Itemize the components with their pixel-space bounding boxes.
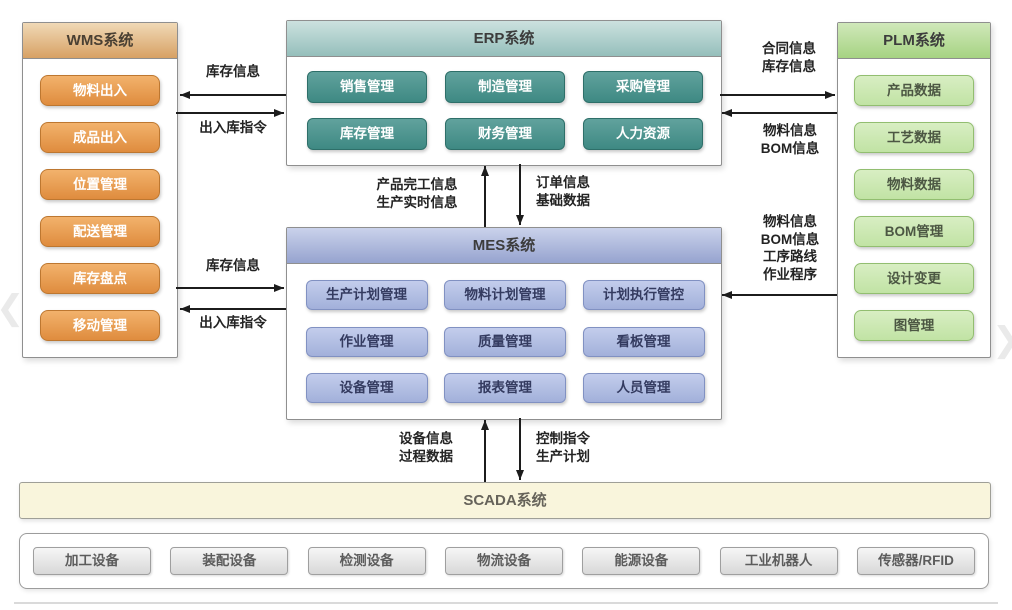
erp-body: 销售管理 制造管理 采购管理 库存管理 财务管理 人力资源 bbox=[287, 57, 721, 164]
bottom-divider bbox=[14, 602, 998, 604]
mes-item-equipment-mgmt: 设备管理 bbox=[305, 372, 428, 403]
plm-system-box: PLM系统 产品数据 工艺数据 物料数据 BOM管理 设计变更 图管理 bbox=[837, 22, 991, 358]
erp-item-sales-mgmt: 销售管理 bbox=[307, 71, 427, 104]
mes-item-kanban-mgmt: 看板管理 bbox=[582, 326, 705, 357]
erp-item-manufacturing-mgmt: 制造管理 bbox=[445, 71, 565, 104]
carousel-prev-icon[interactable]: ❮ bbox=[0, 288, 25, 328]
mes-item-production-plan-mgmt: 生产计划管理 bbox=[305, 280, 428, 311]
plm-item-process-data: 工艺数据 bbox=[854, 122, 974, 153]
wms-system-box: WMS系统 物料出入 成品出入 位置管理 配送管理 库存盘点 移动管理 bbox=[22, 22, 178, 358]
erp-title: ERP系统 bbox=[287, 21, 721, 57]
wms-title: WMS系统 bbox=[23, 23, 177, 59]
flow-label-wms-to-erp: 出入库指令 bbox=[199, 120, 267, 135]
wms-item-product-in-out: 成品出入 bbox=[40, 122, 160, 153]
flow-label-erp-to-mes: 订单信息 基础数据 bbox=[536, 175, 590, 208]
plm-item-design-change: 设计变更 bbox=[854, 263, 974, 294]
plm-item-product-data: 产品数据 bbox=[854, 75, 974, 106]
equipment-item-energy: 能源设备 bbox=[582, 547, 701, 575]
mes-item-personnel-mgmt: 人员管理 bbox=[582, 372, 705, 403]
equipment-item-processing: 加工设备 bbox=[33, 547, 151, 575]
flow-label-wms-to-mes: 库存信息 bbox=[206, 258, 260, 273]
equipment-item-logistics: 物流设备 bbox=[444, 547, 563, 575]
flow-label-erp-to-wms: 库存信息 bbox=[206, 64, 260, 79]
wms-item-material-in-out: 物料出入 bbox=[40, 75, 160, 106]
flow-label-mes-to-erp: 产品完工信息 生产实时信息 bbox=[376, 177, 458, 210]
erp-item-procurement-mgmt: 采购管理 bbox=[583, 71, 703, 104]
wms-item-location-mgmt: 位置管理 bbox=[40, 169, 160, 200]
flow-label-mes-to-wms: 出入库指令 bbox=[199, 315, 267, 330]
equipment-layer-box: 加工设备 装配设备 检测设备 物流设备 能源设备 工业机器人 传感器/RFID bbox=[19, 533, 989, 589]
carousel-next-icon[interactable]: ❯ bbox=[992, 320, 1012, 360]
erp-item-inventory-mgmt: 库存管理 bbox=[307, 117, 427, 150]
wms-item-inventory-check: 库存盘点 bbox=[40, 263, 160, 294]
flow-label-plm-to-mes: 物料信息 BOM信息 工序路线 作业程序 bbox=[760, 214, 820, 282]
mes-item-report-mgmt: 报表管理 bbox=[444, 372, 566, 403]
flow-label-mes-to-scada: 控制指令 生产计划 bbox=[536, 431, 590, 464]
erp-item-human-resources: 人力资源 bbox=[583, 117, 703, 150]
equipment-item-inspection: 检测设备 bbox=[307, 547, 426, 575]
mes-title: MES系统 bbox=[287, 228, 721, 264]
wms-body: 物料出入 成品出入 位置管理 配送管理 库存盘点 移动管理 bbox=[23, 59, 177, 357]
equipment-item-sensor-rfid: 传感器/RFID bbox=[856, 547, 975, 575]
plm-body: 产品数据 工艺数据 物料数据 BOM管理 设计变更 图管理 bbox=[838, 59, 990, 357]
flow-label-erp-to-plm: 合同信息 库存信息 bbox=[762, 41, 816, 74]
mes-body: 生产计划管理 物料计划管理 计划执行管控 作业管理 质量管理 看板管理 设备管理… bbox=[287, 264, 721, 419]
flow-label-plm-to-erp: 物料信息 BOM信息 bbox=[760, 123, 820, 156]
plm-title: PLM系统 bbox=[838, 23, 990, 59]
erp-system-box: ERP系统 销售管理 制造管理 采购管理 库存管理 财务管理 人力资源 bbox=[286, 20, 722, 166]
mes-item-plan-execution-control: 计划执行管控 bbox=[582, 280, 705, 311]
plm-item-drawing-mgmt: 图管理 bbox=[854, 310, 974, 341]
flow-label-scada-to-mes: 设备信息 过程数据 bbox=[399, 431, 453, 464]
plm-item-material-data: 物料数据 bbox=[854, 169, 974, 200]
scada-system-bar: SCADA系统 bbox=[19, 482, 991, 519]
mes-item-material-plan-mgmt: 物料计划管理 bbox=[444, 280, 566, 311]
equipment-item-industrial-robot: 工业机器人 bbox=[719, 547, 838, 575]
wms-item-delivery-mgmt: 配送管理 bbox=[40, 216, 160, 247]
mes-item-quality-mgmt: 质量管理 bbox=[444, 326, 566, 357]
plm-item-bom-mgmt: BOM管理 bbox=[854, 216, 974, 247]
mes-item-job-mgmt: 作业管理 bbox=[305, 326, 428, 357]
equipment-item-assembly: 装配设备 bbox=[170, 547, 289, 575]
mes-system-box: MES系统 生产计划管理 物料计划管理 计划执行管控 作业管理 质量管理 看板管… bbox=[286, 227, 722, 420]
erp-item-finance-mgmt: 财务管理 bbox=[445, 117, 565, 150]
wms-item-mobile-mgmt: 移动管理 bbox=[40, 310, 160, 341]
